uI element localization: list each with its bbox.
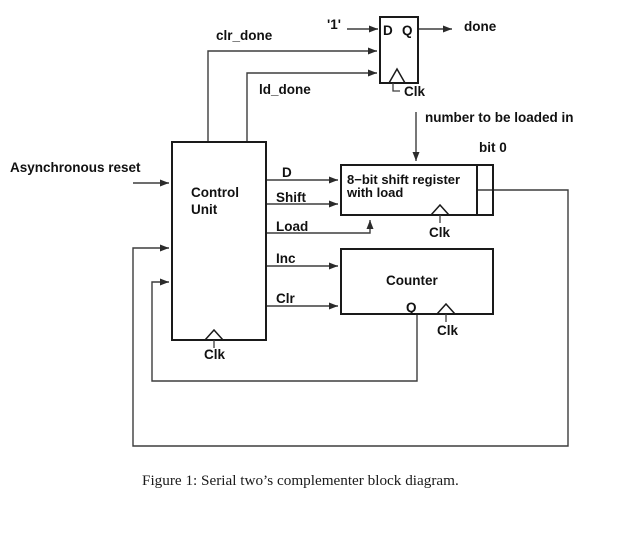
label-clk-shift-register: Clk [429, 225, 451, 240]
clock-triangle-control-unit-icon [204, 328, 224, 341]
label-control-unit-line1: Control [191, 185, 239, 200]
done-flip-flop-box [379, 16, 419, 84]
wire-clr-done [207, 47, 377, 142]
label-constant-one: '1' [327, 17, 341, 32]
label-control-unit-line2: Unit [191, 202, 218, 217]
clock-triangle-flip-flop-icon [388, 67, 406, 84]
label-signal-d: D [282, 165, 292, 180]
label-ff-q: Q [402, 23, 413, 38]
clock-triangle-counter-icon [436, 302, 456, 315]
label-async-reset: Asynchronous reset [10, 160, 141, 175]
label-shift-register-line1: 8−bit shift register [347, 172, 460, 187]
label-ff-d: D [383, 23, 393, 38]
label-signal-load: Load [276, 219, 308, 234]
shift-register-box [340, 164, 494, 216]
label-counter-q: Q [406, 300, 417, 315]
wire-ld-done [246, 69, 377, 142]
label-counter: Counter [386, 273, 438, 288]
label-signal-shift: Shift [276, 190, 306, 205]
label-ld-done: ld_done [259, 82, 311, 97]
label-signal-clr: Clr [276, 291, 296, 306]
label-clk-flip-flop: Clk [404, 84, 426, 99]
wire-counter-q-feedback [151, 278, 418, 382]
label-bit0: bit 0 [479, 140, 507, 155]
control-unit-box [171, 141, 267, 341]
label-signal-inc: Inc [276, 251, 296, 266]
clock-triangle-shift-register-icon [430, 203, 450, 216]
figure-caption: Figure 1: Serial two’s complementer bloc… [142, 472, 459, 489]
clock-stem-flip-flop [392, 83, 400, 92]
label-shift-register-line2: with load [346, 185, 403, 200]
label-clk-counter: Clk [437, 323, 459, 338]
label-number-in: number to be loaded in [425, 110, 574, 125]
wire-load [267, 220, 374, 234]
label-clk-control-unit: Clk [204, 347, 226, 362]
wire-bit0-feedback [132, 189, 569, 447]
label-clr-done: clr_done [216, 28, 273, 43]
label-done: done [464, 19, 497, 34]
counter-box [340, 248, 494, 315]
